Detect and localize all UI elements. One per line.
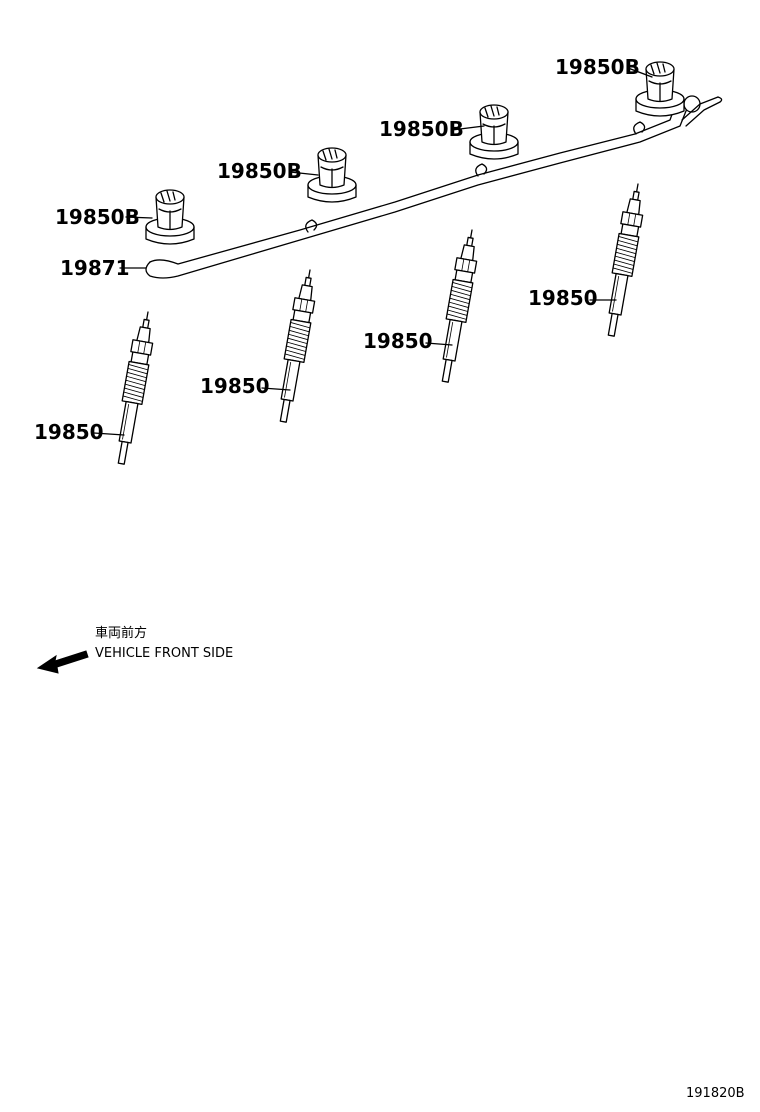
- glow-plug-2: [272, 267, 321, 425]
- front-arrow-icon: [36, 650, 89, 674]
- plug-label-1: 19850: [34, 420, 104, 444]
- terminal-cap-1: [145, 189, 195, 245]
- orientation-label-en: VEHICLE FRONT SIDE: [95, 646, 233, 661]
- glow-plug-4: [600, 181, 649, 339]
- cap-label-1: 19850B: [555, 55, 640, 79]
- plug-label-2: 19850: [200, 374, 270, 398]
- harness-label: 19871: [60, 256, 130, 280]
- cap-label-3: 19850B: [217, 159, 302, 183]
- leader-lines: [93, 67, 653, 436]
- glow-plug-3: [434, 227, 483, 385]
- orientation-indicator: 車両前方 VEHICLE FRONT SIDE: [36, 625, 233, 674]
- cap-label-4: 19850B: [55, 205, 140, 229]
- cap-label-2: 19850B: [379, 117, 464, 141]
- figure-code: 191820B: [686, 1086, 745, 1101]
- plug-label-3: 19850: [363, 329, 433, 353]
- glow-plug-1: [110, 309, 159, 467]
- terminal-cap-3: [469, 104, 519, 160]
- terminal-cap-4: [635, 61, 685, 117]
- plug-label-4: 19850: [528, 286, 598, 310]
- orientation-label-jp: 車両前方: [95, 625, 147, 641]
